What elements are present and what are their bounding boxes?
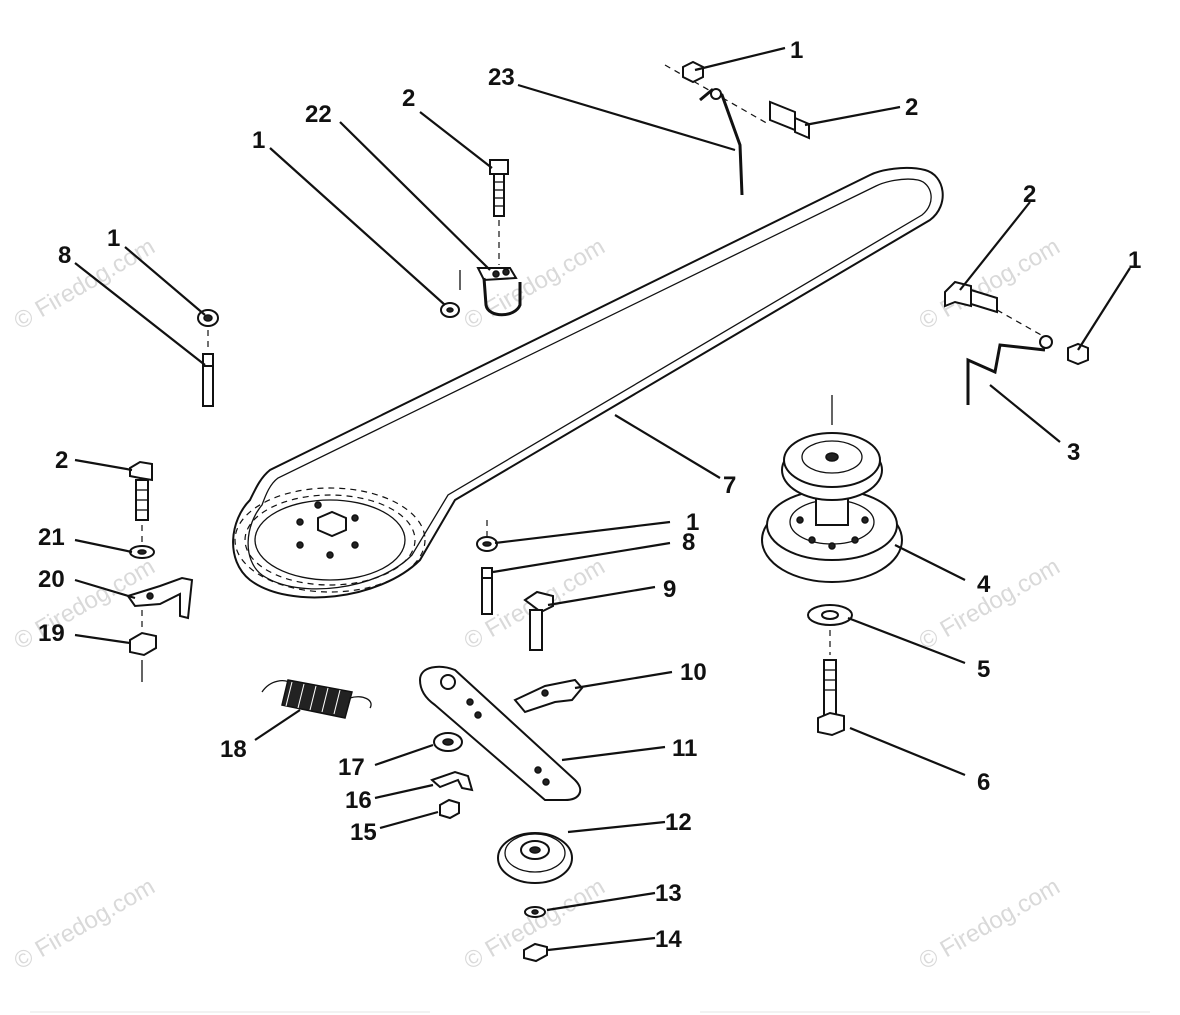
- watermark-1: © Firedog.com: [10, 233, 160, 335]
- callout-4: 4: [977, 571, 991, 598]
- callout-15: 15: [350, 819, 377, 846]
- callout-16: 16: [345, 787, 372, 814]
- bracket-assembly-left: [126, 460, 194, 682]
- callout-1-center: 1: [252, 127, 265, 154]
- callout-5: 5: [977, 656, 990, 683]
- idler-arm-assembly: [418, 520, 584, 801]
- spring: [261, 679, 372, 719]
- drive-pulley: [761, 395, 903, 737]
- callout-10: 10: [680, 659, 707, 686]
- rod-assembly-top: [664, 60, 810, 196]
- watermark-6: © Firedog.com: [915, 553, 1065, 655]
- bracket-assembly: [440, 159, 522, 318]
- callout-17: 17: [338, 754, 365, 781]
- callout-19: 19: [38, 620, 65, 647]
- rod-assembly-right: [944, 280, 1089, 405]
- callout-3: 3: [1067, 439, 1080, 466]
- callout-8-left: 8: [58, 242, 71, 269]
- callout-2-center: 2: [402, 85, 415, 112]
- callout-14: 14: [655, 926, 682, 953]
- watermark-7: © Firedog.com: [10, 873, 160, 975]
- callout-11: 11: [672, 735, 697, 762]
- callout-22: 22: [305, 101, 332, 128]
- idler-pulley: [497, 832, 573, 963]
- callout-7: 7: [723, 472, 736, 499]
- callout-1-right: 1: [1128, 247, 1141, 274]
- callout-23: 23: [488, 64, 515, 91]
- leader-lines: [74, 46, 1131, 952]
- callout-8-middle: 8: [682, 529, 695, 556]
- callout-20: 20: [38, 566, 65, 593]
- nut-top: [682, 60, 704, 84]
- callout-13: 13: [655, 880, 682, 907]
- callout-2-left: 2: [55, 447, 68, 474]
- callout-21: 21: [38, 524, 65, 551]
- callout-12: 12: [665, 809, 692, 836]
- callout-labels: 1 23 2 2 22 1 1 8 2 1 3 7 2 21 20 19 1 8…: [38, 37, 1141, 953]
- stud-assembly-left: [197, 309, 219, 407]
- bolt-top: [769, 100, 796, 132]
- small-parts-left: [430, 732, 474, 820]
- watermark-9: © Firedog.com: [915, 873, 1065, 975]
- callout-2-right: 2: [1023, 181, 1036, 208]
- watermark-3: © Firedog.com: [915, 233, 1065, 335]
- callout-1-left: 1: [107, 225, 120, 252]
- callout-6: 6: [977, 769, 990, 796]
- callout-1-top: 1: [790, 37, 803, 64]
- callout-9: 9: [663, 576, 676, 603]
- callout-1-middle: 1: [686, 509, 699, 536]
- v-belt: [232, 166, 944, 599]
- callout-18: 18: [220, 736, 247, 763]
- callout-2-top: 2: [905, 94, 918, 121]
